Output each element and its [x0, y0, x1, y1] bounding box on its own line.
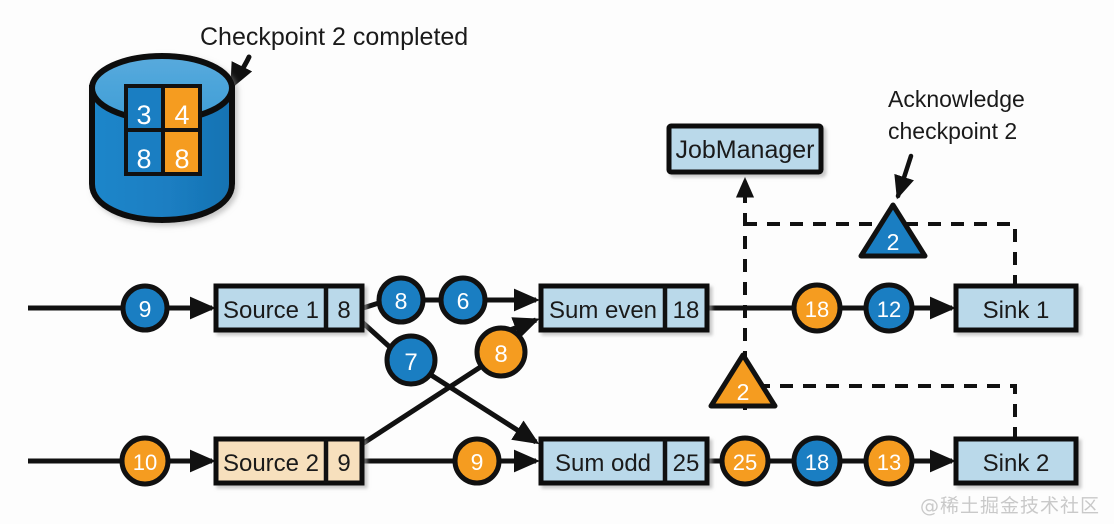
record-value: 10 [133, 450, 157, 475]
record-circle [438, 275, 488, 325]
record-circle [452, 436, 502, 486]
state-cell-value-3: 8 [174, 144, 189, 174]
operator-source-2[interactable]: Source 2 9 [213, 436, 365, 486]
record-circle [384, 333, 438, 387]
acknowledge-dashed-paths [735, 176, 1017, 440]
record-circle [120, 283, 170, 333]
source-2-label: Source 2 [223, 450, 319, 477]
edge-s1-to-7 [360, 320, 394, 351]
record-rec-s1-out-8: 8 [376, 275, 426, 325]
sum-odd-label: Sum odd [555, 450, 651, 477]
record-value: 25 [733, 450, 757, 475]
barrier-orange-2: 2 [708, 352, 778, 409]
record-value: 8 [395, 288, 408, 314]
record-value: 9 [471, 449, 484, 475]
checkpoint-state-grid: 3 4 8 8 [124, 84, 202, 176]
source-1-state: 8 [337, 297, 350, 324]
state-cell-bg-3 [161, 128, 202, 176]
sink-1-box[interactable] [953, 283, 1079, 333]
record-rec-s1-out-6: 6 [438, 275, 488, 325]
edge-s2-to-8o [360, 363, 484, 447]
annotation-acknowledge-line1: Acknowledge [888, 86, 1025, 112]
record-value: 6 [457, 288, 470, 314]
barrier-blue-2: 2 [858, 202, 928, 259]
sink-2-box[interactable] [953, 436, 1079, 486]
barrier-triangle [858, 202, 928, 259]
record-circle [863, 282, 915, 334]
sink-1-label: Sink 1 [983, 297, 1050, 324]
state-cell-value-0: 3 [136, 100, 151, 130]
record-rec-s1-out-7: 7 [384, 333, 438, 387]
source-1-box[interactable] [213, 283, 365, 333]
record-circle [719, 435, 771, 487]
operator-sink-1[interactable]: Sink 1 [953, 283, 1079, 333]
record-rec-in-2: 10 [119, 435, 171, 487]
record-circle [863, 435, 915, 487]
record-value: 9 [139, 296, 152, 322]
barrier-value: 2 [887, 229, 900, 255]
source-1-label: Source 1 [223, 297, 319, 324]
annotation-arrow-acknowledge [894, 153, 914, 200]
annotation-acknowledge-line2: checkpoint 2 [888, 118, 1017, 144]
state-cell-bg-2 [124, 128, 165, 176]
record-value: 8 [494, 341, 507, 368]
record-rec-even-18: 18 [791, 282, 843, 334]
operator-source-1[interactable]: Source 1 8 [213, 283, 365, 333]
barrier-value: 2 [737, 379, 750, 405]
source-2-box[interactable] [213, 436, 365, 486]
record-rec-odd-18: 18 [791, 435, 843, 487]
record-value: 7 [404, 349, 417, 376]
record-circle [474, 325, 528, 379]
sink-2-label: Sink 2 [983, 450, 1050, 477]
jobmanager-node[interactable]: JobManager [666, 123, 824, 175]
operator-sum-odd[interactable]: Sum odd 25 [538, 436, 710, 486]
record-rec-odd-25: 25 [719, 435, 771, 487]
edges-bottom [28, 363, 956, 473]
record-circle [791, 282, 843, 334]
record-circle [119, 435, 171, 487]
operator-sink-2[interactable]: Sink 2 [953, 436, 1079, 486]
operator-sum-even[interactable]: Sum even 18 [538, 283, 710, 333]
state-cell-value-1: 4 [174, 100, 189, 130]
record-value: 18 [805, 297, 829, 322]
record-circle [376, 275, 426, 325]
record-rec-s2-out-9: 9 [452, 436, 502, 486]
record-value: 12 [877, 297, 901, 322]
record-value: 13 [877, 450, 901, 475]
record-rec-even-12: 12 [863, 282, 915, 334]
ack-path-sink2 [745, 384, 1017, 440]
sum-odd-state: 25 [673, 450, 700, 477]
record-value: 18 [805, 450, 829, 475]
state-cell-bg-1 [161, 84, 202, 132]
sum-even-box[interactable] [538, 283, 710, 333]
annotation-checkpoint-completed: Checkpoint 2 completed [200, 23, 468, 51]
sum-odd-box[interactable] [538, 436, 710, 486]
state-cell-value-2: 8 [136, 144, 151, 174]
annotation-arrow-checkpoint [229, 54, 253, 90]
edge-7-to-sumodd [429, 372, 540, 445]
record-rec-s2-out-8: 8 [474, 325, 528, 379]
record-rec-odd-13: 13 [863, 435, 915, 487]
record-circle [791, 435, 843, 487]
sum-even-label: Sum even [549, 297, 657, 324]
source-2-state: 9 [337, 450, 350, 477]
jobmanager-box[interactable] [666, 123, 824, 175]
jobmanager-label: JobManager [676, 136, 815, 164]
barrier-triangle [708, 352, 778, 409]
record-rec-in-1: 9 [120, 283, 170, 333]
sum-even-state: 18 [673, 297, 700, 324]
watermark-text: @稀土掘金技术社区 [919, 495, 1100, 517]
